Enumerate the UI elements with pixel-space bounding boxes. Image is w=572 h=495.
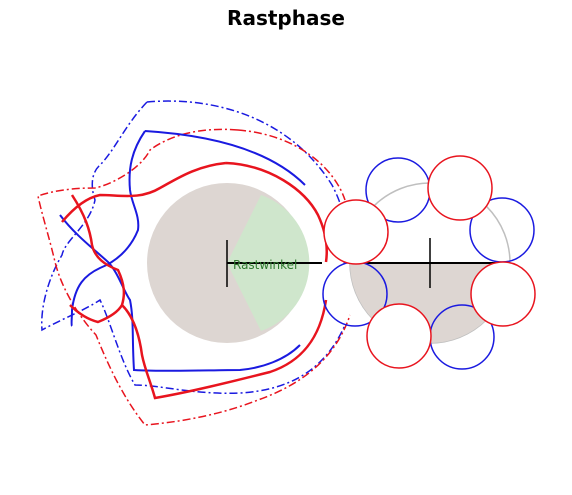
rest-angle-label: Rastwinkel [233, 258, 297, 272]
red-pin-right [470, 261, 536, 327]
red-pin-circles [323, 155, 536, 369]
diagram-title: Rastphase [227, 6, 345, 30]
red-cam-profile [61, 161, 328, 400]
red-pin-top [427, 155, 493, 221]
red-pin-bottom [366, 303, 432, 369]
blue-cam-profile [59, 130, 306, 372]
red-dashdot-outline [37, 128, 351, 426]
red-pin-left-upper [323, 199, 389, 265]
geneva-wheel: Rastwinkel [147, 183, 322, 343]
